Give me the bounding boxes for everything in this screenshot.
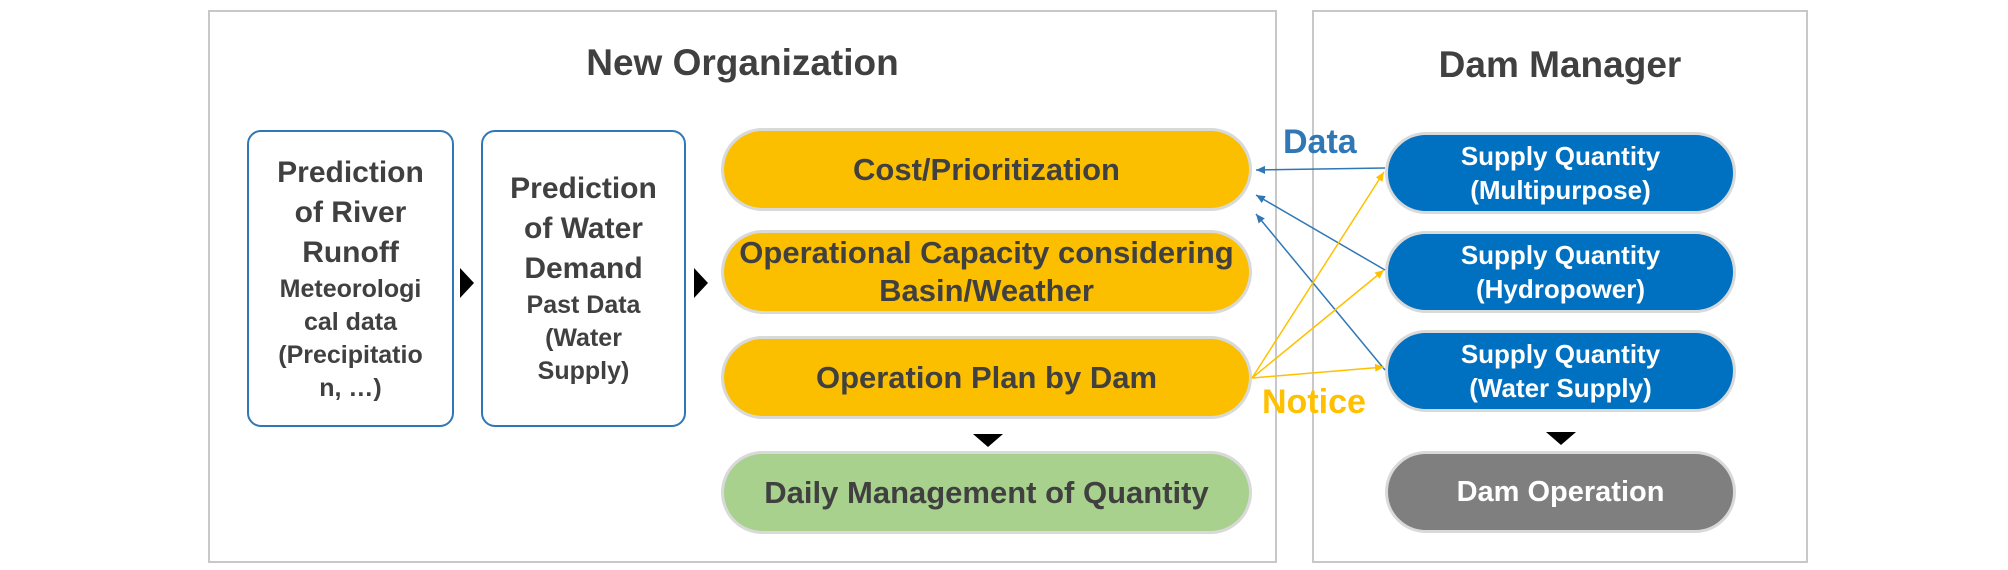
supply-pill-line: (Water Supply) (1469, 373, 1652, 403)
daily-management-label: Daily Management of Quantity (764, 474, 1209, 510)
supply-quantity-hydropower-pill: Supply Quantity (Hydropower) (1385, 231, 1736, 313)
operational-capacity-line: Basin/Weather (879, 273, 1094, 308)
daily-management-pill: Daily Management of Quantity (721, 451, 1252, 534)
data-arrow (1255, 165, 1386, 174)
data-arrow (1255, 194, 1386, 271)
cost-prioritization-pill: Cost/Prioritization (721, 128, 1252, 211)
runoff-detail-line: cal data (303, 307, 398, 336)
operation-plan-pill: Operation Plan by Dam (721, 336, 1252, 419)
runoff-title-line: Prediction (277, 155, 424, 189)
runoff-title-line: Runoff (302, 235, 399, 269)
flow-arrow-right (694, 268, 708, 298)
supply-pill-line: (Hydropower) (1476, 274, 1645, 304)
notice-arrow (1251, 269, 1385, 379)
flow-arrow-down (1546, 432, 1576, 445)
flow-arrow-down (973, 434, 1003, 447)
supply-pill-line: (Multipurpose) (1470, 175, 1651, 205)
runoff-title-line: of River (294, 195, 407, 229)
demand-title-line: Prediction (510, 172, 657, 205)
demand-title-line: of Water (524, 212, 643, 245)
notice-arrow (1251, 171, 1385, 379)
supply-pill-line: Supply Quantity (1460, 240, 1661, 270)
operational-capacity-line: Operational Capacity considering (739, 235, 1234, 270)
dam-operation-pill: Dam Operation (1385, 451, 1736, 533)
panel-title-new-organization: New Organization (586, 42, 899, 83)
demand-detail-line: Supply) (537, 357, 630, 385)
demand-title-line: Demand (524, 252, 643, 285)
supply-pill-line: Supply Quantity (1460, 339, 1661, 369)
runoff-detail-line: n, …) (319, 373, 382, 402)
notice-arrow (1251, 363, 1385, 379)
operation-plan-label: Operation Plan by Dam (815, 359, 1158, 395)
supply-quantity-water-supply-pill: Supply Quantity (Water Supply) (1385, 330, 1736, 412)
river-runoff-prediction-box: Prediction of River Runoff Meteorologi c… (247, 130, 454, 427)
runoff-detail-line: (Precipitatio (278, 340, 423, 369)
flow-arrow-right (460, 268, 474, 298)
supply-pill-line: Supply Quantity (1460, 141, 1661, 171)
runoff-detail-line: Meteorologi (279, 274, 422, 303)
water-demand-prediction-box: Prediction of Water Demand Past Data (Wa… (481, 130, 686, 427)
notice-flow-label: Notice (1262, 383, 1366, 421)
demand-detail-line: (Water (545, 324, 622, 352)
operational-capacity-pill: Operational Capacity considering Basin/W… (721, 230, 1252, 314)
demand-detail-line: Past Data (526, 291, 641, 319)
data-flow-label: Data (1283, 123, 1357, 161)
data-arrow (1255, 213, 1386, 371)
supply-quantity-multipurpose-pill: Supply Quantity (Multipurpose) (1385, 132, 1736, 214)
dam-operation-label: Dam Operation (1456, 475, 1665, 508)
cost-prioritization-label: Cost/Prioritization (853, 151, 1120, 187)
panel-title-dam-manager: Dam Manager (1438, 44, 1682, 85)
